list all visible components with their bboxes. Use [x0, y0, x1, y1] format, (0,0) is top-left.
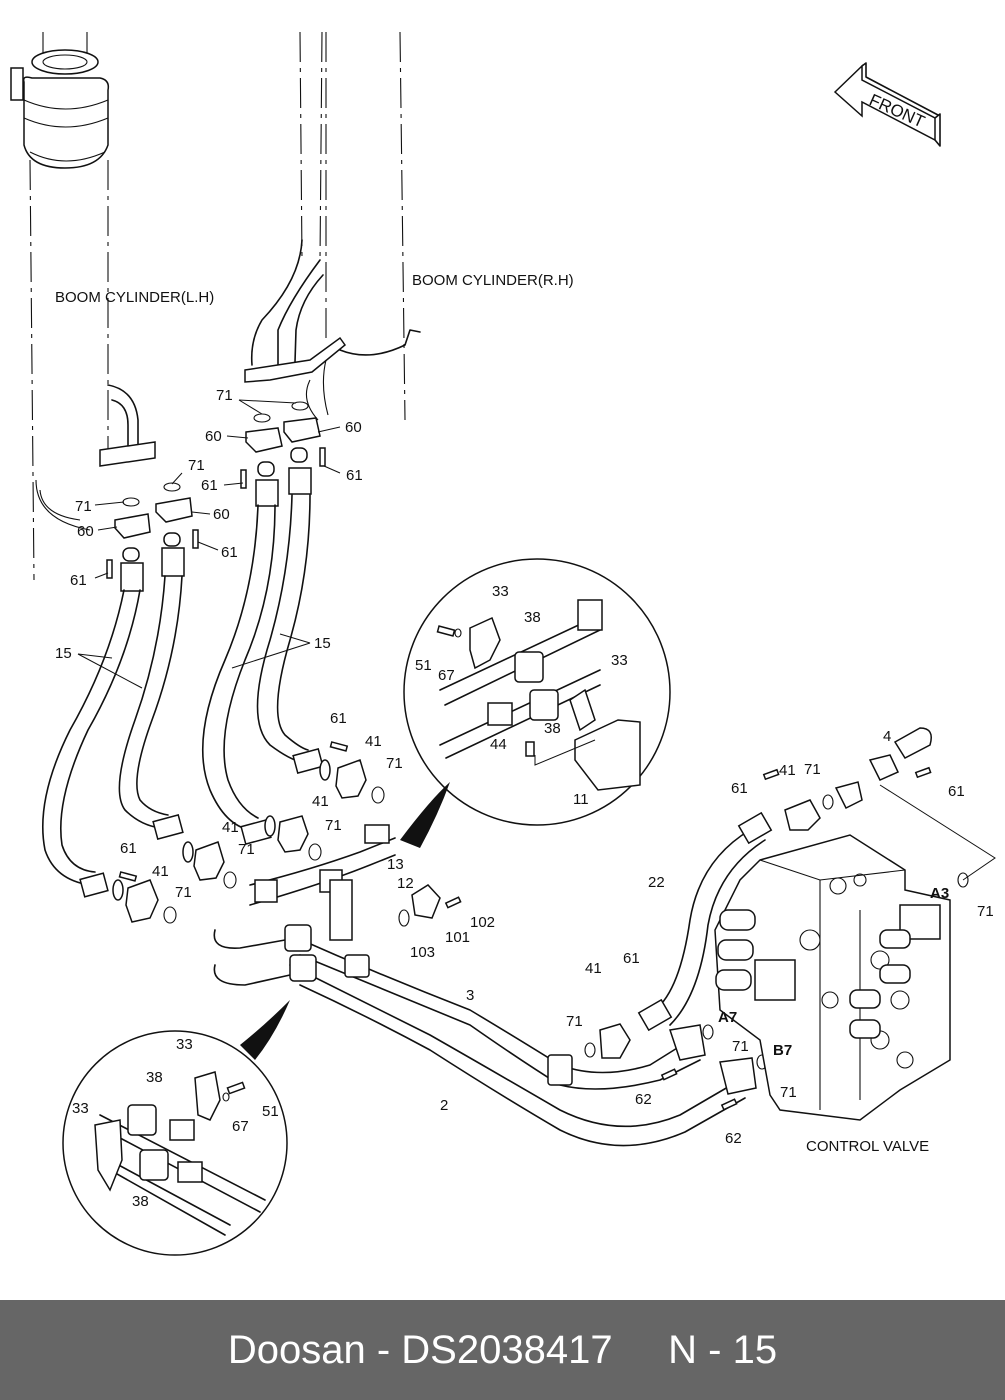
callout-33: 33 [492, 583, 509, 600]
callout-11: 11 [573, 791, 589, 808]
callout-71: 71 [75, 498, 92, 515]
callout-67: 67 [438, 667, 455, 684]
callout-62: 62 [635, 1091, 652, 1108]
pipe-assembly [213, 824, 757, 1147]
front-arrow-label: FRONT [866, 90, 927, 131]
callout-51: 51 [415, 657, 432, 674]
footer-banner: Doosan - DS2038417 N - 15 [0, 1300, 1005, 1400]
callout-60: 60 [345, 419, 362, 436]
left-flange-group [106, 482, 199, 592]
callout-71: 71 [325, 817, 342, 834]
callout-61: 61 [346, 467, 363, 484]
callout-71: 71 [188, 457, 205, 474]
front-direction-arrow-icon: FRONT [833, 62, 941, 147]
callout-71: 71 [977, 903, 994, 920]
hoses-15 [42, 494, 311, 886]
callout-71: 71 [386, 755, 403, 772]
callout-60: 60 [205, 428, 222, 445]
callout-61: 61 [120, 840, 137, 857]
callout-12: 12 [397, 875, 414, 892]
callout-71: 71 [216, 387, 233, 404]
callout-22: 22 [648, 874, 665, 891]
upper-flange-group [240, 401, 326, 507]
detail-view-clamp-lower [62, 1000, 290, 1256]
callout-103: 103 [410, 944, 435, 961]
callout-51: 51 [262, 1103, 279, 1120]
port-a3-label: A3 [930, 885, 949, 902]
callout-13: 13 [387, 856, 404, 873]
callout-3: 3 [466, 987, 474, 1004]
footer-section: N - 15 [668, 1327, 778, 1372]
callout-41: 41 [312, 793, 329, 810]
hydraulic-parts-diagram: FRONT BOOM CYLINDER(L.H) BOOM CYLI [10, 31, 996, 1256]
callout-2: 2 [440, 1097, 448, 1114]
callout-38: 38 [132, 1193, 149, 1210]
callout-71: 71 [238, 841, 255, 858]
control-valve-block [714, 834, 951, 1121]
callout-61: 61 [948, 783, 965, 800]
callout-61: 61 [623, 950, 640, 967]
callout-41: 41 [365, 733, 382, 750]
callout-41: 41 [779, 762, 796, 779]
callout-15: 15 [55, 645, 72, 662]
callout-71: 71 [780, 1084, 797, 1101]
callout-38: 38 [146, 1069, 163, 1086]
callout-61: 61 [201, 477, 218, 494]
footer-brand: Doosan [227, 1327, 366, 1372]
boom-cylinder-lh-label: BOOM CYLINDER(L.H) [55, 289, 214, 306]
callout-41: 41 [152, 863, 169, 880]
boom-cylinder-rh-label: BOOM CYLINDER(R.H) [412, 272, 574, 289]
callout-61: 61 [221, 544, 238, 561]
callout-33: 33 [72, 1100, 89, 1117]
callout-38: 38 [544, 720, 561, 737]
callout-33: 33 [176, 1036, 193, 1053]
callout-71: 71 [566, 1013, 583, 1030]
callout-61: 61 [731, 780, 748, 797]
hose-22-assembly [584, 727, 996, 1111]
port-b7-label: B7 [773, 1042, 792, 1059]
callout-102: 102 [470, 914, 495, 931]
callout-38: 38 [524, 609, 541, 626]
callout-15: 15 [314, 635, 331, 652]
callout-60: 60 [213, 506, 230, 523]
port-a7-label: A7 [718, 1009, 737, 1026]
callout-71: 71 [804, 761, 821, 778]
hose-end-fittings [79, 741, 385, 924]
callout-33: 33 [611, 652, 628, 669]
callout-71: 71 [732, 1038, 749, 1055]
boom-cylinder-left [10, 32, 156, 581]
detail-view-clamp-upper [400, 558, 671, 848]
callout-101: 101 [445, 929, 470, 946]
callout-41: 41 [585, 960, 602, 977]
footer-gap [613, 1328, 669, 1373]
footer-separator: - [365, 1327, 402, 1372]
callout-67: 67 [232, 1118, 249, 1135]
callout-leaders [77, 399, 341, 689]
callout-61: 61 [70, 572, 87, 589]
callout-61: 61 [330, 710, 347, 727]
callout-62: 62 [725, 1130, 742, 1147]
footer-part-number: DS2038417 [401, 1327, 613, 1372]
boom-cylinder-right [244, 31, 421, 421]
callout-numbers: 71 60 60 61 61 71 71 60 60 61 61 15 15 6… [55, 387, 994, 1210]
callout-71: 71 [175, 884, 192, 901]
callout-60: 60 [77, 523, 94, 540]
callout-44: 44 [490, 736, 507, 753]
control-valve-label: CONTROL VALVE [806, 1138, 929, 1155]
callout-4: 4 [883, 728, 891, 745]
callout-41: 41 [222, 819, 239, 836]
